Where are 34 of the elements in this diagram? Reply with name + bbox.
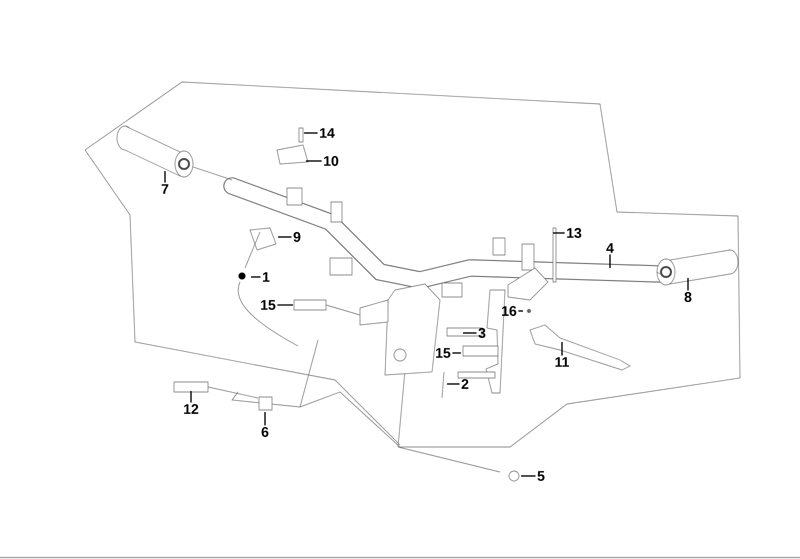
callout-number: 4 bbox=[606, 243, 614, 253]
leader-line bbox=[264, 412, 266, 426]
callout-number: 14 bbox=[320, 128, 335, 138]
callout-number: 12 bbox=[184, 404, 198, 414]
callout-number: 7 bbox=[162, 184, 168, 194]
leader-line bbox=[518, 310, 523, 312]
callout-number: 8 bbox=[684, 292, 692, 302]
leader-line bbox=[306, 160, 322, 162]
callout-number: 2 bbox=[462, 379, 468, 389]
callout-number: 16 bbox=[502, 306, 516, 316]
leader-line bbox=[521, 475, 536, 477]
callout-number: 9 bbox=[294, 232, 300, 242]
leader-line bbox=[278, 236, 292, 238]
leader-line bbox=[561, 342, 563, 356]
leader-line bbox=[304, 132, 318, 134]
callout-number: 3 bbox=[478, 328, 486, 338]
leader-line bbox=[609, 254, 611, 268]
leader-line bbox=[190, 391, 192, 402]
leader-line bbox=[452, 352, 461, 354]
callout-number: 6 bbox=[262, 427, 268, 437]
leader-line bbox=[687, 278, 689, 290]
callout-number: 13 bbox=[567, 228, 582, 238]
callout-number: 5 bbox=[538, 471, 544, 481]
callout-number: 15 bbox=[261, 300, 276, 310]
callout-number: 11 bbox=[555, 357, 569, 367]
leader-line bbox=[164, 171, 166, 183]
callout-number: 1 bbox=[263, 272, 270, 282]
leader-line bbox=[553, 232, 565, 234]
leader-line bbox=[463, 332, 476, 334]
leader-line bbox=[447, 383, 460, 385]
leader-line bbox=[251, 276, 260, 278]
callout-number: 15 bbox=[436, 348, 450, 358]
callout-number: 10 bbox=[324, 156, 338, 166]
leader-line bbox=[277, 304, 293, 306]
